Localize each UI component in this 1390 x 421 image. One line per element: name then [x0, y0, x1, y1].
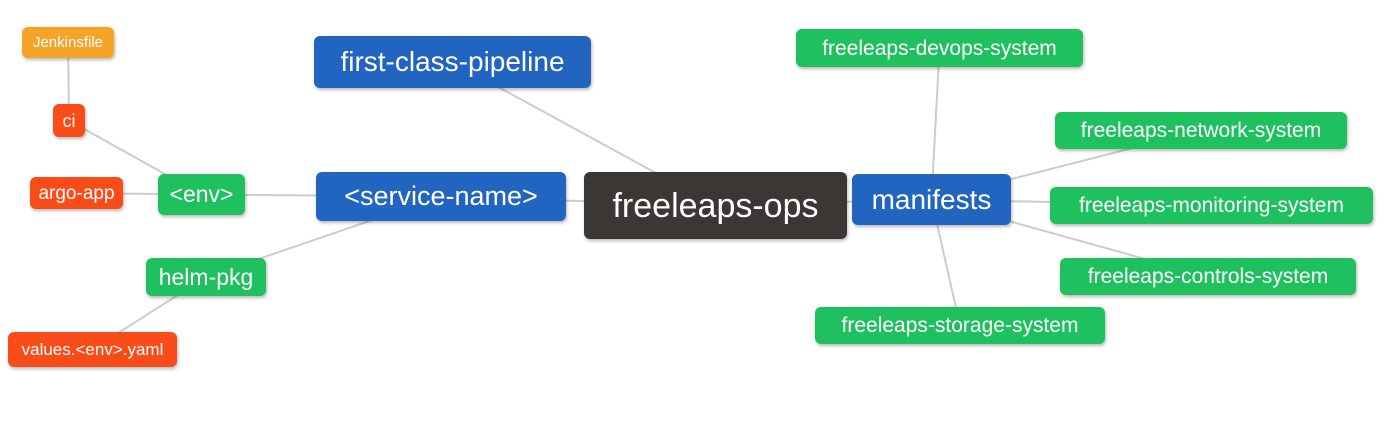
node-env[interactable]: <env>	[158, 174, 245, 215]
node-manifests[interactable]: manifests	[852, 174, 1011, 225]
node-freeleaps-storage-system[interactable]: freeleaps-storage-system	[815, 307, 1105, 344]
node-values-env-yaml[interactable]: values.<env>.yaml	[8, 332, 177, 367]
node-freeleaps-ops[interactable]: freeleaps-ops	[584, 172, 847, 239]
node-service-name[interactable]: <service-name>	[316, 172, 566, 221]
node-jenkinsfile[interactable]: Jenkinsfile	[22, 27, 114, 58]
node-argo-app[interactable]: argo-app	[30, 177, 123, 209]
node-freeleaps-network-system[interactable]: freeleaps-network-system	[1055, 112, 1347, 149]
node-ci[interactable]: ci	[53, 104, 85, 137]
node-helm-pkg[interactable]: helm-pkg	[146, 258, 266, 296]
node-freeleaps-devops-system[interactable]: freeleaps-devops-system	[796, 29, 1083, 67]
node-freeleaps-controls-system[interactable]: freeleaps-controls-system	[1060, 258, 1356, 295]
node-freeleaps-monitoring-system[interactable]: freeleaps-monitoring-system	[1050, 187, 1373, 224]
node-first-class-pipeline[interactable]: first-class-pipeline	[314, 36, 591, 88]
